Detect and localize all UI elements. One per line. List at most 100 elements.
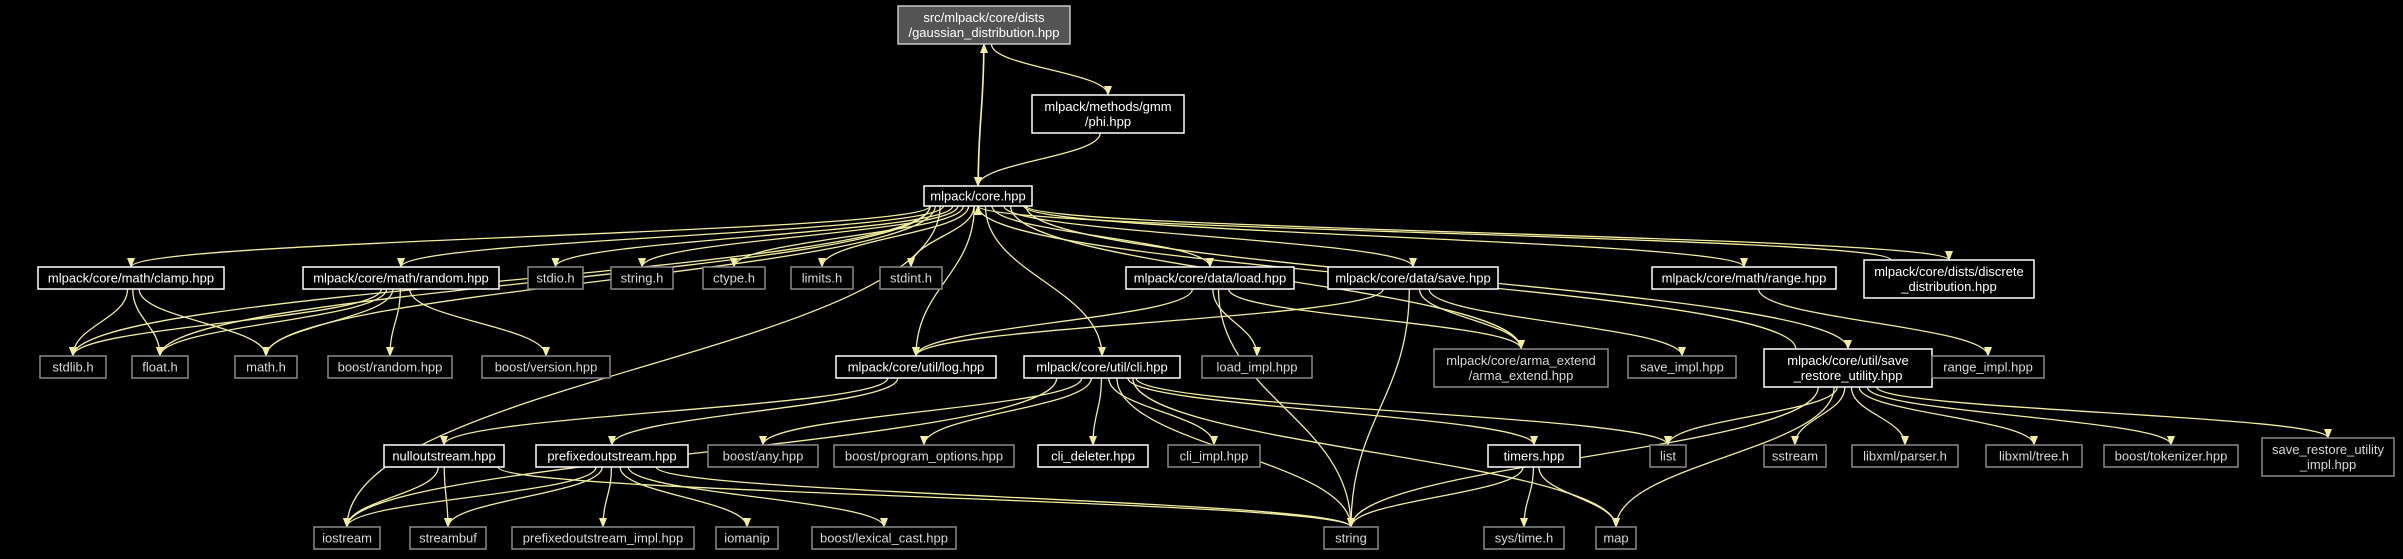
edge-core-to-save [1003,205,1417,268]
node-label-iostream: iostream [322,531,372,546]
edge-save-to-saveimpl [1428,288,1686,357]
node-limits: limits.h [790,266,854,290]
node-box-systime [1483,526,1565,550]
node-stringh: string.h [610,266,674,290]
edge-clamp-to-stdlib [69,288,129,357]
edge-load-to-armaext [1228,288,1525,350]
node-label-boosttok: boost/tokenizer.hpp [2115,449,2228,464]
node-label-float: float.h [142,360,177,375]
edge-discrete-to-core [974,205,1892,261]
node-label-boostversion: boost/version.hpp [495,360,598,375]
node-box-iomanip [715,526,779,550]
node-box-math [234,355,298,379]
node-label-lexcast: boost/lexical_cast.hpp [820,531,948,546]
node-label-save: mlpack/core/data/save.hpp [1335,271,1490,286]
node-libxmltree: libxml/tree.h [1985,444,2083,468]
edge-random-to-boostversion [409,288,550,357]
node-label-sru-2: _restore_utility.hpp [1793,368,1903,383]
node-sru[interactable]: mlpack/core/util/save_restore_utility.hp… [1763,348,1933,388]
node-core[interactable]: mlpack/core.hpp [923,185,1033,207]
node-layer: src/mlpack/core/dists/gaussian_distribut… [37,5,2395,550]
node-box-cli [1023,355,1181,379]
node-random[interactable]: mlpack/core/math/random.hpp [302,266,500,290]
node-timers[interactable]: timers.hpp [1487,444,1581,468]
node-box-range [1651,266,1837,290]
node-box-save [1327,266,1499,290]
node-log[interactable]: mlpack/core/util/log.hpp [835,355,997,379]
node-label-libxmlparser: libxml/parser.h [1863,449,1947,464]
node-label-timers: timers.hpp [1504,449,1565,464]
node-list: list [1649,444,1687,468]
node-label-boostpo: boost/program_options.hpp [845,449,1003,464]
edge-clamp-to-math [138,288,270,357]
node-box-armaext [1433,348,1609,388]
edge-load-to-loadimpl [1212,288,1261,357]
edge-save-to-armaext [1418,288,1525,350]
node-box-ctype [702,266,766,290]
node-phi[interactable]: mlpack/methods/gmm/phi.hpp [1031,94,1185,134]
edge-core-to-cli [984,205,1106,357]
edge-timers-to-systime [1520,466,1535,528]
node-systime: sys/time.h [1483,526,1565,550]
node-cli[interactable]: mlpack/core/util/cli.hpp [1023,355,1181,379]
node-box-prefiximpl [511,526,695,550]
node-range[interactable]: mlpack/core/math/range.hpp [1651,266,1837,290]
edge-cli-to-timers [1127,377,1538,446]
edge-core-to-iostream [343,205,941,528]
node-box-srimpl [2261,437,2395,477]
edge-cli-to-clideleter [1089,377,1103,446]
node-label-sstream: sstream [1772,449,1818,464]
node-label-loadimpl: load_impl.hpp [1217,360,1298,375]
node-clamp[interactable]: mlpack/core/math/clamp.hpp [37,266,225,290]
edge-prefix-to-lexcast [627,466,888,528]
edge-core-to-ctype [730,205,965,268]
node-load[interactable]: mlpack/core/data/load.hpp [1125,266,1295,290]
edge-cli-to-boostpo [920,377,1092,446]
node-libxmlparser: libxml/parser.h [1851,444,1959,468]
node-save[interactable]: mlpack/core/data/save.hpp [1327,266,1499,290]
node-box-stdio [527,266,584,290]
node-label-cli: mlpack/core/util/cli.hpp [1036,360,1168,375]
node-label-saveimpl: save_impl.hpp [1640,360,1724,375]
edge-save-to-string [1347,288,1410,528]
node-prefix[interactable]: prefixedoutstream.hpp [535,444,689,468]
edge-core-to-stdint [907,205,975,268]
node-ctype: ctype.h [702,266,766,290]
edge-load-to-string [1217,288,1355,528]
node-box-random [302,266,500,290]
edge-core-to-load [991,205,1214,268]
edge-core-to-log [912,205,975,357]
node-boostpo: boost/program_options.hpp [833,444,1015,468]
node-root[interactable]: src/mlpack/core/dists/gaussian_distribut… [897,5,1071,45]
node-box-stdint [879,266,943,290]
edge-prefix-to-prefiximpl [599,466,613,528]
node-nullout[interactable]: nulloutstream.hpp [383,444,505,468]
node-box-boosttok [2103,444,2239,468]
node-box-sru [1763,348,1933,388]
edge-root-to-phi [990,43,1112,96]
edge-core-to-stdlib [69,205,931,357]
edge-timers-to-map [1538,466,1620,528]
node-saveimpl: save_impl.hpp [1627,355,1737,379]
node-label-root-1: src/mlpack/core/dists [923,10,1045,25]
node-label-range: mlpack/core/math/range.hpp [1662,271,1827,286]
edge-sru-to-list [1664,386,1838,446]
node-discrete[interactable]: mlpack/core/dists/discrete_distribution.… [1863,259,2035,299]
edge-log-to-prefix [608,377,899,446]
node-box-libxmltree [1985,444,2083,468]
node-string: string [1323,526,1379,550]
edge-random-to-float [156,288,388,357]
edge-core-to-root [977,43,988,187]
edge-sru-to-libxmlparser [1850,386,1909,446]
edge-core-to-stdio [551,205,954,268]
node-srimpl: save_restore_utility_impl.hpp [2261,437,2395,477]
node-boostany: boost/any.hpp [707,444,819,468]
node-label-phi-2: /phi.hpp [1085,114,1131,129]
node-clideleter[interactable]: cli_deleter.hpp [1037,444,1149,468]
edge-nullout-to-streambuf [443,466,452,528]
node-lexcast: boost/lexical_cast.hpp [811,526,957,550]
edge-sru-to-libxmltree [1858,386,2038,446]
edge-cli-to-iostream [343,377,1058,528]
node-box-stdlib [39,355,107,379]
